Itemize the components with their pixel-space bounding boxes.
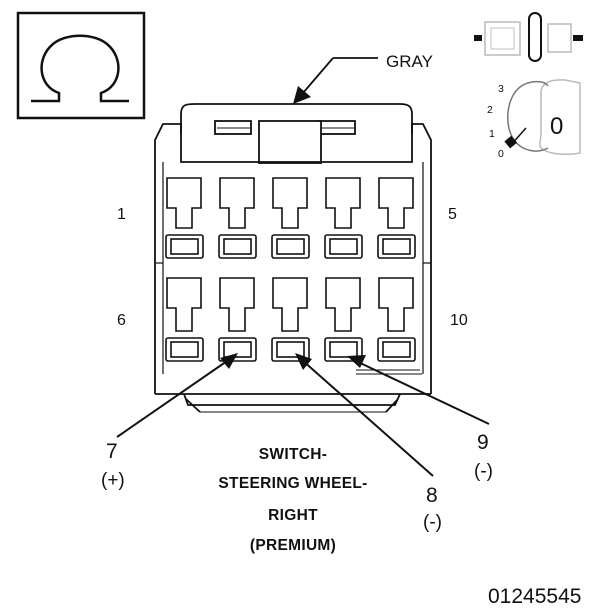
row-label-pin-6: 6 (117, 312, 126, 329)
component-caption: SWITCH- STEERING WHEEL- RIGHT (PREMIUM) (218, 446, 367, 554)
callout-pin-9-polarity: (-) (474, 461, 493, 482)
callout-pin-8-number: 8 (426, 484, 438, 507)
caption-line-4: (PREMIUM) (250, 537, 336, 554)
pin-8-arrowhead (295, 353, 312, 370)
row-label-pin-5: 5 (448, 206, 457, 223)
callout-pin-9-number: 9 (477, 431, 489, 454)
callout-leaders (116, 353, 490, 477)
caption-line-2: STEERING WHEEL- (218, 475, 367, 492)
ignition-position-3: 3 (498, 83, 504, 95)
figure-code: 01245545 (488, 585, 581, 608)
pin-cavities-bottom-row (165, 277, 416, 362)
callout-pin-7-number: 7 (106, 440, 118, 463)
caption-line-1: SWITCH- (259, 446, 327, 463)
key-position-label: 0 (550, 113, 563, 140)
pin-cavities-top-row (165, 177, 416, 259)
wire-color-label: GRAY (386, 52, 433, 71)
callout-pin-7-polarity: (+) (101, 470, 125, 491)
connector-body (154, 103, 432, 413)
row-label-pin-10: 10 (450, 312, 468, 329)
callout-pin-8-polarity: (-) (423, 512, 442, 533)
connector-view-icon (474, 12, 583, 62)
caption-line-3: RIGHT (268, 507, 318, 524)
resistance-ohm-icon (16, 11, 146, 120)
pin-7-arrowhead (220, 353, 238, 369)
row-label-pin-1: 1 (117, 206, 126, 223)
ignition-position-2: 2 (487, 104, 493, 116)
pin-9-arrowhead (347, 355, 366, 368)
ignition-position-1: 1 (489, 128, 495, 140)
gray-wire-leader (293, 57, 378, 104)
ignition-key-icon: 3 2 1 0 0 (487, 79, 581, 160)
ignition-position-0: 0 (498, 148, 504, 160)
